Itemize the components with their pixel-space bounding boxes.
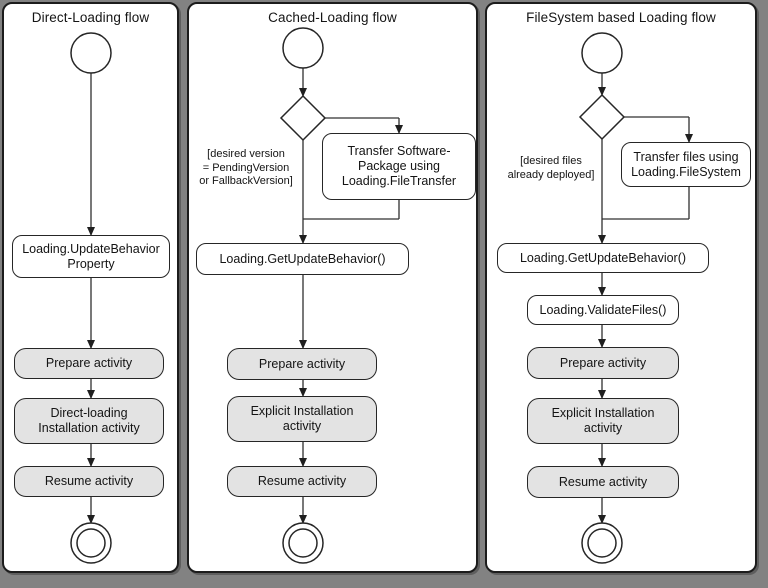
action-transfer-files: Transfer files using Loading.FileSystem: [621, 142, 751, 187]
activity-prepare: Prepare activity: [527, 347, 679, 379]
action-validate-files: Loading.ValidateFiles(): [527, 295, 679, 325]
activity-resume: Resume activity: [14, 466, 164, 497]
start-node: [282, 27, 324, 69]
end-node: [282, 522, 324, 564]
flow-edges: [598, 73, 693, 524]
start-node: [70, 32, 112, 74]
activity-resume: Resume activity: [227, 466, 377, 497]
action-transfer-software-package: Transfer Software- Package using Loading…: [322, 133, 476, 200]
flow-connectors: [279, 27, 403, 564]
flow-connectors: [578, 32, 693, 564]
panel-title: FileSystem based Loading flow: [526, 10, 716, 25]
action-get-update-behavior: Loading.GetUpdateBehavior(): [196, 243, 409, 275]
activity-prepare: Prepare activity: [227, 348, 377, 380]
activity-explicit-installation: Explicit Installation activity: [227, 396, 377, 442]
activity-explicit-installation: Explicit Installation activity: [527, 398, 679, 444]
flow-connectors: [70, 32, 112, 564]
decision-node: [578, 93, 626, 141]
flow-edges: [299, 68, 403, 524]
decision-node: [279, 94, 327, 142]
end-node: [581, 522, 623, 564]
panel-title: Direct-Loading flow: [31, 10, 150, 25]
panel-direct-loading-flow: Direct-Loading flow Loading.UpdateBehavi…: [2, 2, 179, 573]
start-node: [581, 32, 623, 74]
action-get-update-behavior: Loading.GetUpdateBehavior(): [497, 243, 709, 273]
panel-title: Cached-Loading flow: [268, 10, 397, 25]
guard-label: [desired version = PendingVersion or Fal…: [199, 148, 293, 187]
activity-resume: Resume activity: [527, 466, 679, 498]
activity-direct-loading-installation: Direct-loading Installation activity: [14, 398, 164, 444]
panel-filesystem-loading-flow: FileSystem based Loading flow: [485, 2, 757, 573]
guard-label: [desired files already deployed]: [507, 155, 595, 181]
end-node: [70, 522, 112, 564]
panel-cached-loading-flow: Cached-Loading flow [desired version: [187, 2, 478, 573]
action-update-behavior-property: Loading.UpdateBehavior Property: [12, 235, 170, 278]
activity-prepare: Prepare activity: [14, 348, 164, 379]
